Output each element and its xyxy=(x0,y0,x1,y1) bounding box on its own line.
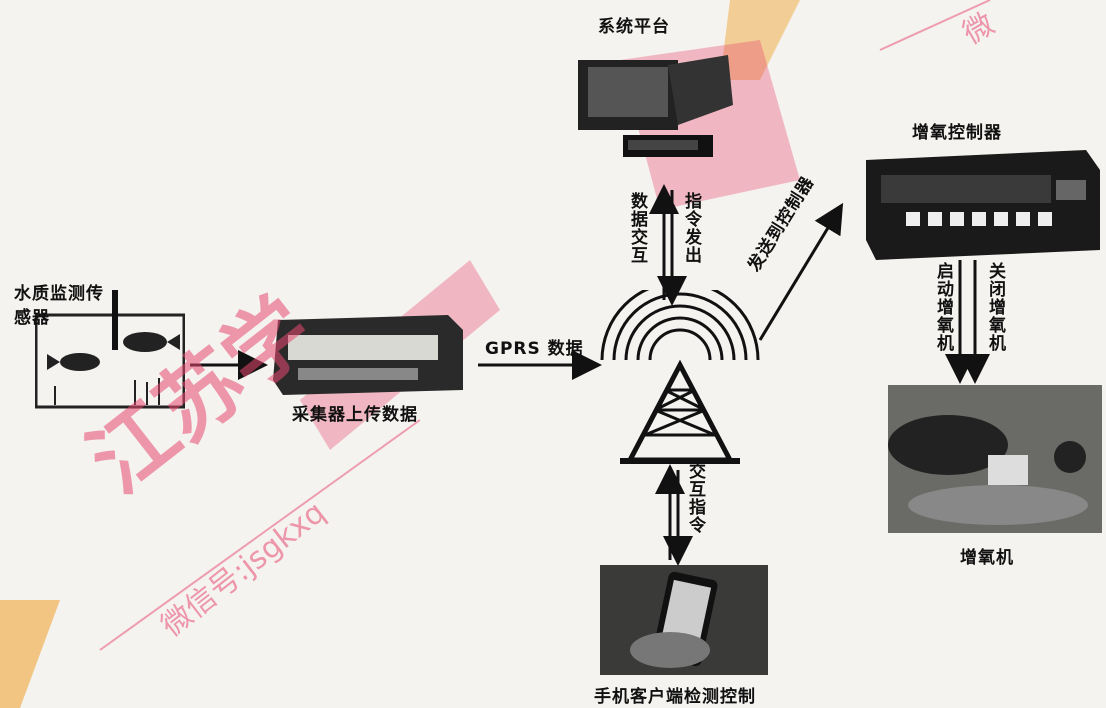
data-exchange-label: 数据交互 xyxy=(627,192,647,264)
aeration-controller-image xyxy=(866,150,1100,260)
stop-aerator-label: 关闭增氧机 xyxy=(985,262,1005,352)
controller-label: 增氧控制器 xyxy=(912,123,1002,143)
interact-command-label: 交互指令 xyxy=(685,462,705,534)
start-aerator-label: 启动增氧机 xyxy=(933,262,953,352)
platform-label: 系统平台 xyxy=(598,17,670,37)
phone-label: 手机客户端检测控制 xyxy=(594,687,756,707)
phone-client-photo xyxy=(600,565,768,675)
collector-label: 采集器上传数据 xyxy=(292,405,418,425)
sensor-label: 水质监测传感器 xyxy=(14,282,104,330)
arrow-tower-to-controller xyxy=(758,202,844,341)
collector-device-image xyxy=(268,310,468,398)
sensor-label-text: 水质监测传感器 xyxy=(14,284,104,328)
gprs-label: GPRS 数据 xyxy=(485,339,584,359)
water-tank-sensor-image xyxy=(34,290,186,410)
aerator-label: 增氧机 xyxy=(960,548,1014,568)
system-platform-image xyxy=(568,45,738,163)
aerator-photo xyxy=(888,385,1102,533)
command-out-label: 指令发出 xyxy=(681,192,701,264)
